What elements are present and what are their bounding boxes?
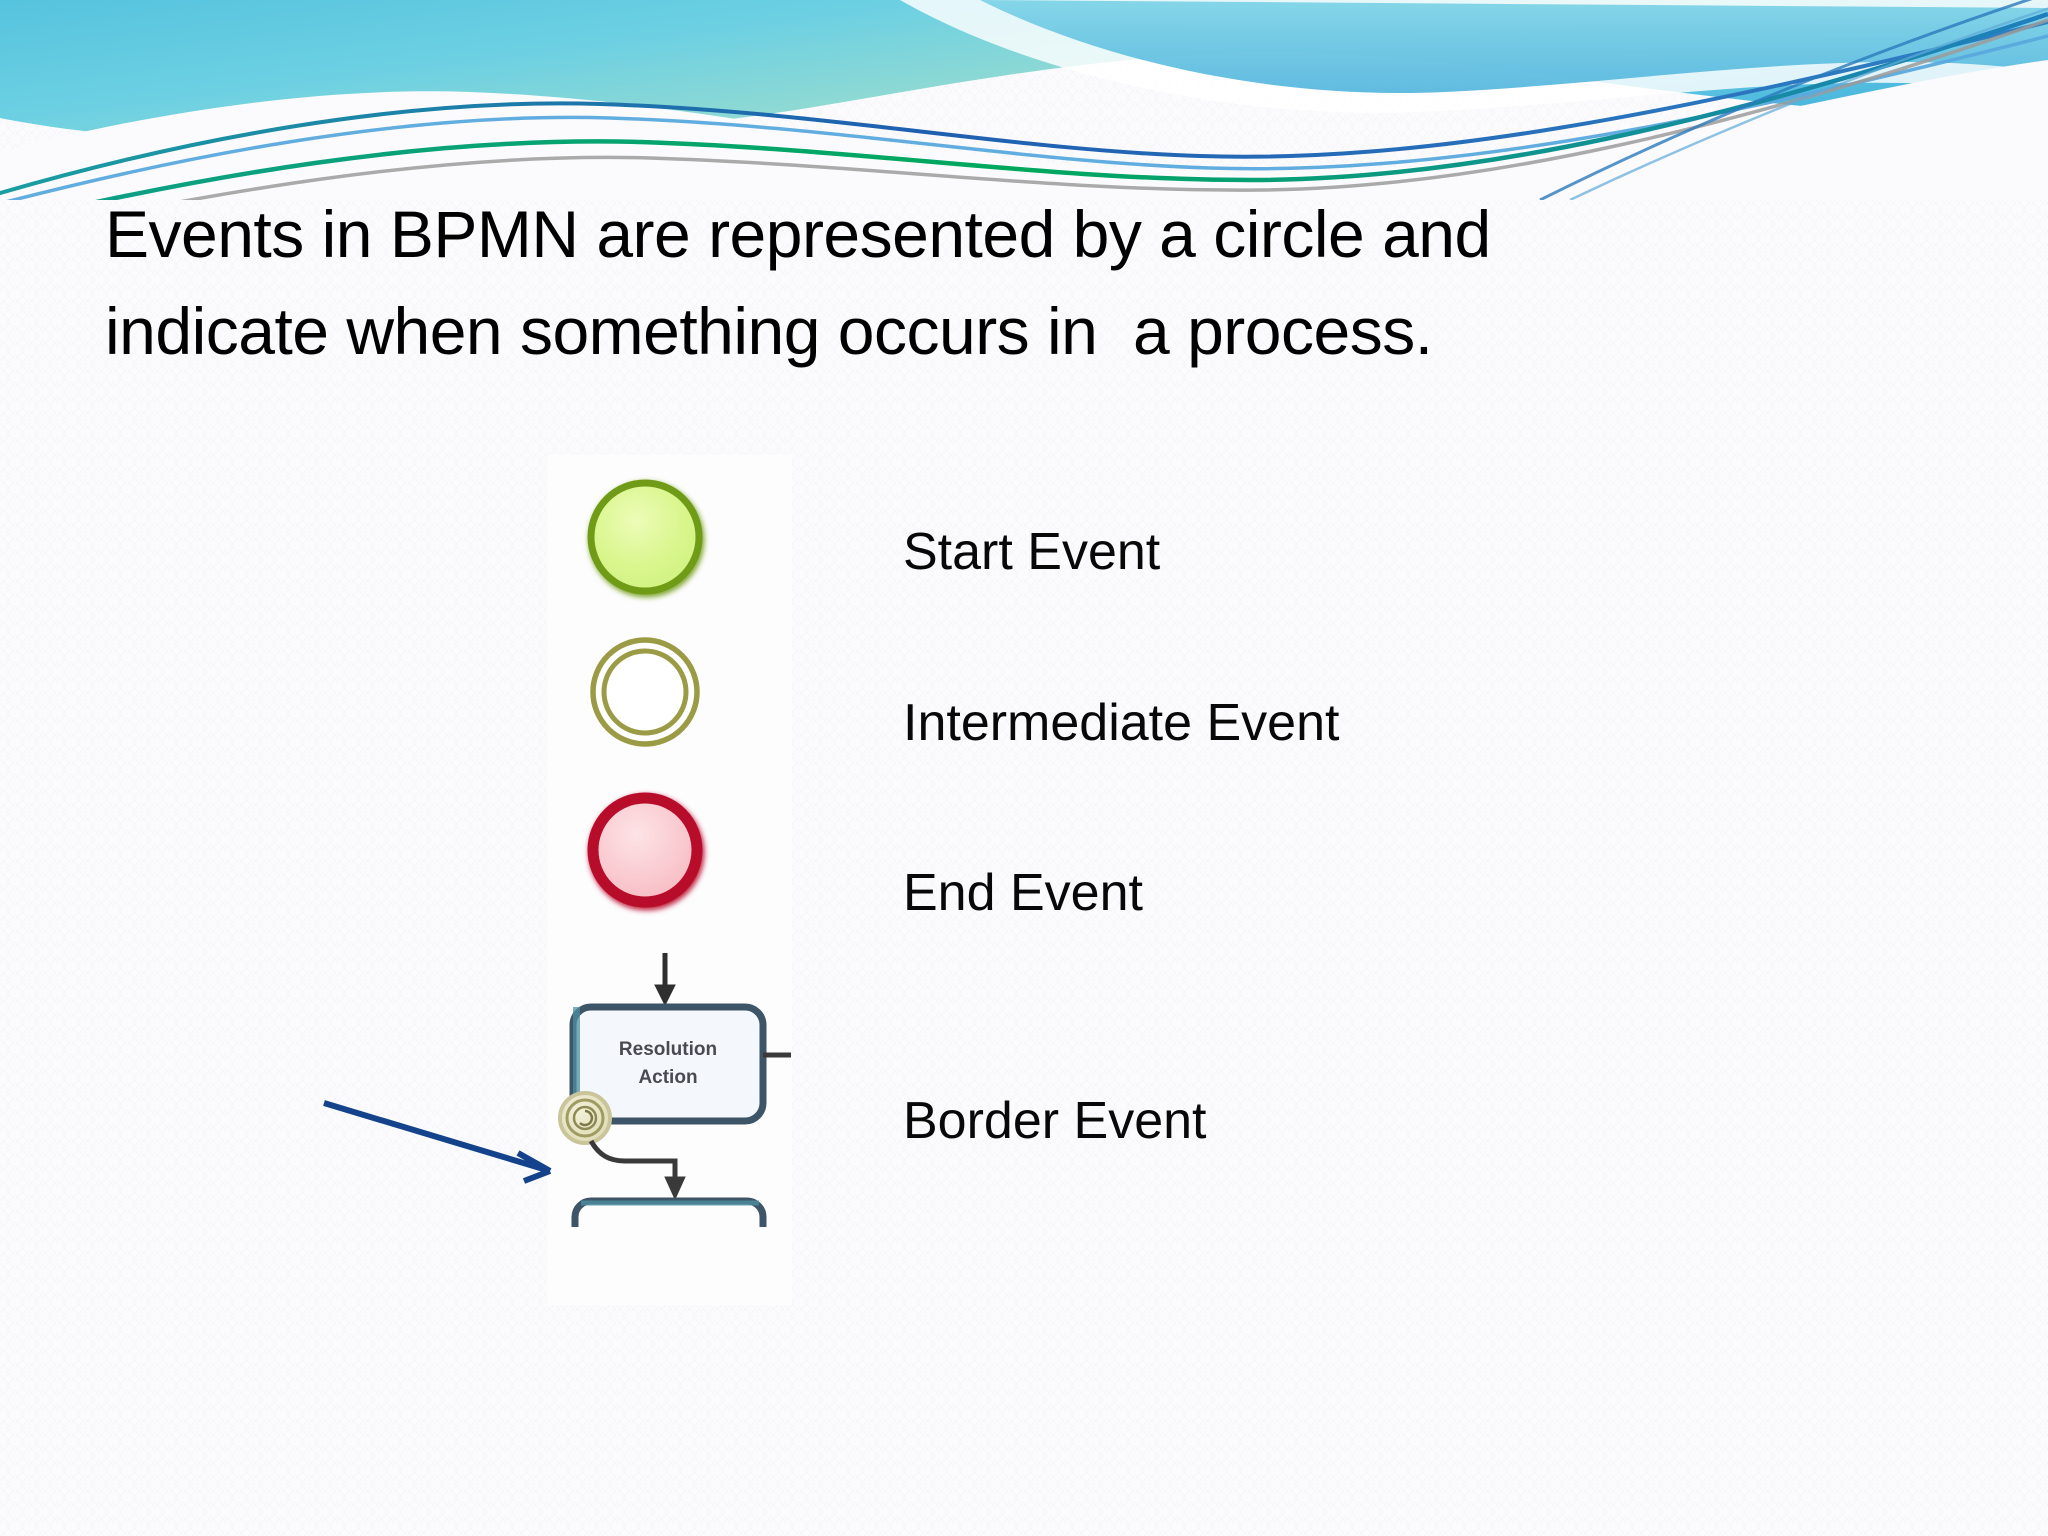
boundary-sequence-flow	[588, 1139, 686, 1201]
legend-label-intermediate-event: Intermediate Event	[903, 694, 1340, 752]
title-line-1: Events in BPMN are represented by a circ…	[105, 197, 1491, 271]
border-event-shape	[558, 1091, 612, 1145]
page-title: Events in BPMN are represented by a circ…	[105, 186, 1905, 380]
incoming-sequence-flow	[654, 953, 676, 1007]
task-box-label-line1: Resolution	[619, 1039, 717, 1060]
pointer-arrow-to-border-event	[310, 1085, 570, 1195]
bpmn-event-shapes-image: Resolution Action	[547, 455, 792, 1305]
lower-task-box-partial	[571, 1197, 767, 1227]
task-box-label-line2: Action	[638, 1067, 697, 1088]
title-line-2: indicate when something occurs in a proc…	[105, 294, 1433, 368]
pointer-arrow-shaft	[323, 1100, 551, 1174]
task-box-resolution-action: Resolution Action	[569, 1003, 767, 1125]
header-banner-decoration	[0, 0, 2048, 200]
pointer-arrow-head	[516, 1150, 552, 1184]
intermediate-event-shape	[590, 637, 700, 747]
legend-label-end-event: End Event	[903, 864, 1143, 922]
legend-label-start-event: Start Event	[903, 523, 1161, 581]
start-event-shape	[587, 479, 703, 595]
legend-label-border-event: Border Event	[903, 1092, 1207, 1150]
end-event-shape	[587, 792, 703, 908]
